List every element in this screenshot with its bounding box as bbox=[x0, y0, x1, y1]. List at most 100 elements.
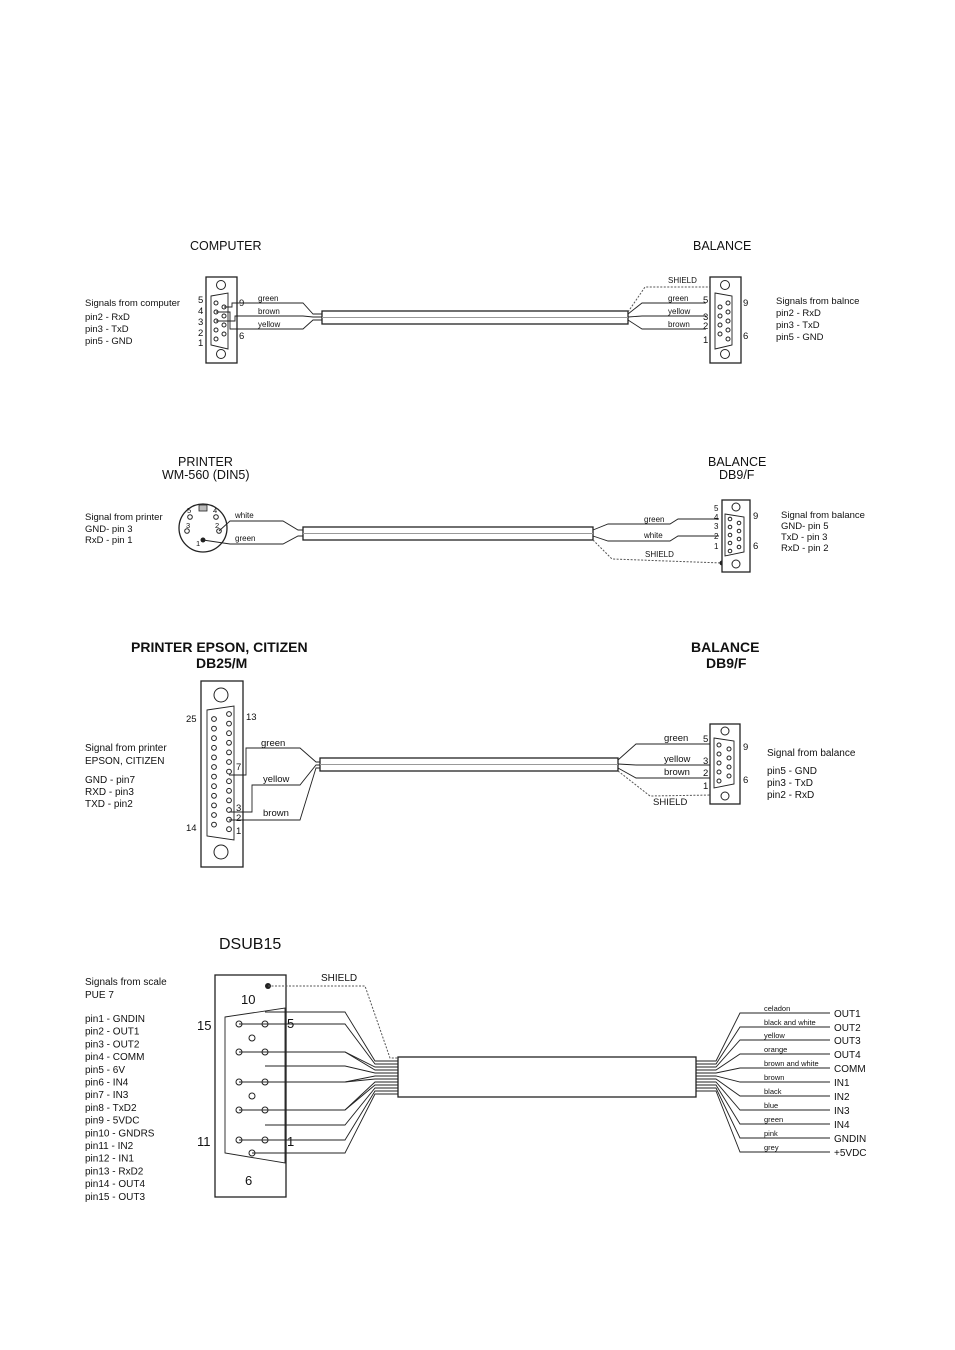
wire-label: yellow bbox=[668, 307, 690, 316]
wire-label: brown bbox=[664, 767, 690, 778]
diagram-dsub15: DSUB15 Signals from scale PUE 7 pin1 - G… bbox=[85, 936, 867, 1203]
balance-title: BALANCE bbox=[691, 639, 759, 655]
pin-number: 5 bbox=[703, 295, 708, 306]
dsub15-title: DSUB15 bbox=[219, 936, 281, 953]
wire-label: green bbox=[235, 534, 255, 543]
output-label: COMM bbox=[834, 1064, 866, 1075]
db25-pin bbox=[226, 826, 232, 833]
din-pin-number: 2 bbox=[215, 521, 219, 530]
shield-label: SHIELD bbox=[653, 797, 687, 808]
wire-label: white bbox=[234, 511, 254, 520]
output-label: OUT3 bbox=[834, 1036, 861, 1047]
right-pin-line: pin3 - TxD bbox=[776, 320, 820, 331]
wire-color-label: celadon bbox=[764, 1004, 790, 1013]
pin-number: 9 bbox=[743, 742, 748, 753]
left-signal-heading: Signals from computer bbox=[85, 298, 180, 309]
printer-model: WM-560 (DIN5) bbox=[162, 468, 250, 482]
db9-connector-right bbox=[709, 723, 741, 805]
output-labels: OUT1OUT2OUT3OUT4COMMIN1IN2IN3IN4GNDIN+5V… bbox=[834, 1009, 867, 1159]
left-pin-line: pin3 - TxD bbox=[85, 324, 129, 335]
output-label: OUT4 bbox=[834, 1050, 861, 1061]
wire bbox=[696, 1039, 830, 1068]
wire-color-label: black bbox=[764, 1087, 782, 1096]
wire-color-label: green bbox=[764, 1115, 783, 1124]
wire bbox=[239, 1090, 398, 1141]
pin-number: 4 bbox=[198, 306, 203, 317]
pin-number: 6 bbox=[245, 1173, 252, 1188]
right-pin-line: RxD - pin 2 bbox=[781, 543, 829, 554]
cable bbox=[397, 1056, 697, 1098]
wire-color-label: grey bbox=[764, 1143, 779, 1152]
pin-number: 5 bbox=[703, 734, 708, 745]
din-pin-number: 4 bbox=[213, 506, 217, 515]
pin-line: pin5 - 6V bbox=[85, 1065, 125, 1076]
cable bbox=[302, 526, 594, 541]
db25-pin bbox=[211, 821, 217, 828]
right-signal-heading: Signal from balance bbox=[767, 748, 856, 759]
balance-title: BALANCE bbox=[708, 455, 766, 469]
pin-number: 1 bbox=[714, 542, 719, 551]
pin-number: 1 bbox=[703, 335, 708, 346]
wire-label: yellow bbox=[263, 774, 290, 785]
wire-label: brown bbox=[668, 320, 690, 329]
wire bbox=[696, 1090, 830, 1153]
pin-number: 3 bbox=[703, 312, 708, 323]
cable bbox=[319, 757, 619, 772]
db25-pin bbox=[211, 725, 217, 732]
left-pin-line: RXD - pin3 bbox=[85, 787, 134, 798]
left-pin-line: TXD - pin2 bbox=[85, 799, 133, 810]
cable bbox=[321, 310, 629, 325]
output-label: OUT1 bbox=[834, 1009, 861, 1020]
wire bbox=[239, 1084, 398, 1111]
signal-heading-2: PUE 7 bbox=[85, 990, 114, 1001]
pin-line: pin3 - OUT2 bbox=[85, 1039, 140, 1050]
din-pin-number: 3 bbox=[186, 521, 190, 530]
wire bbox=[239, 1078, 398, 1083]
pin-number: 11 bbox=[197, 1134, 211, 1149]
pin-line: pin7 - IN3 bbox=[85, 1090, 129, 1101]
db25-pin bbox=[226, 720, 232, 727]
right-wires bbox=[696, 1012, 830, 1153]
balance-title: BALANCE bbox=[693, 239, 751, 253]
wire bbox=[696, 1081, 830, 1111]
dsub15-connector bbox=[214, 974, 287, 1198]
db25-pin bbox=[226, 739, 232, 746]
db25-pin bbox=[211, 783, 217, 790]
db25-pin bbox=[226, 797, 232, 804]
pin-number: 9 bbox=[743, 298, 748, 309]
din-pin-number: 5 bbox=[187, 506, 191, 515]
db25-pin bbox=[226, 768, 232, 775]
pin-number: 2 bbox=[714, 532, 719, 541]
pin-number: 3 bbox=[714, 522, 719, 531]
wire-label: brown bbox=[263, 808, 289, 819]
dsub-pin bbox=[248, 1092, 256, 1100]
pin-line: pin14 - OUT4 bbox=[85, 1179, 145, 1190]
db25-pin bbox=[211, 744, 217, 751]
pin-number: 3 bbox=[236, 803, 241, 814]
pin-line: pin8 - TxD2 bbox=[85, 1103, 137, 1114]
right-signal-heading: Signal from balance bbox=[781, 510, 865, 521]
pin-number: 9 bbox=[753, 511, 758, 522]
pin-line: pin15 - OUT3 bbox=[85, 1192, 145, 1203]
pin-number: 5 bbox=[198, 295, 203, 306]
left-pin-line: GND - pin7 bbox=[85, 775, 135, 786]
pin-number: 1 bbox=[703, 781, 708, 792]
left-pin-line: pin2 - RxD bbox=[85, 312, 130, 323]
pin-number: 7 bbox=[236, 762, 241, 773]
right-pin-line: pin5 - GND bbox=[776, 332, 824, 343]
signal-heading: Signals from scale bbox=[85, 977, 167, 988]
wire-color-label: orange bbox=[764, 1045, 787, 1054]
db25-pin bbox=[211, 773, 217, 780]
db25-pin bbox=[226, 778, 232, 785]
db25-pin bbox=[226, 711, 232, 717]
left-wires bbox=[229, 747, 322, 821]
computer-title: COMPUTER bbox=[190, 239, 262, 253]
db25-pin bbox=[211, 764, 217, 770]
wire-label: yellow bbox=[258, 320, 280, 329]
left-pin-line: pin5 - GND bbox=[85, 336, 133, 347]
right-pin-line: pin3 - TxD bbox=[767, 778, 813, 789]
output-label: GNDIN bbox=[834, 1134, 866, 1145]
pin-number: 4 bbox=[714, 513, 719, 522]
